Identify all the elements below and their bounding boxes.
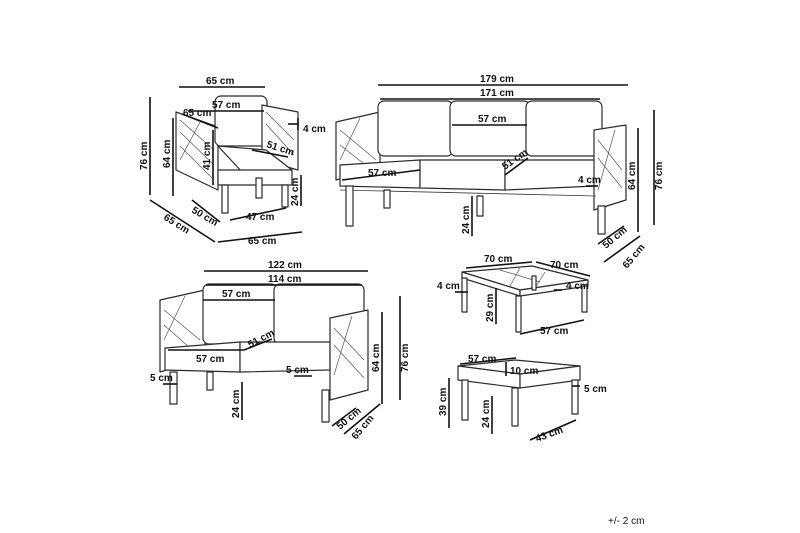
sofa2-arm-width-label: 5 cm <box>150 373 173 384</box>
ottoman-cushion-label: 10 cm <box>510 366 538 377</box>
ottoman-width-label: 57 cm <box>468 354 496 365</box>
sofa2-inner-width-label: 114 cm <box>268 274 301 285</box>
sofa3-back-cushion-3 <box>525 100 603 157</box>
sofa2-drawing <box>159 283 369 423</box>
sofa3-height-label: 76 cm <box>654 162 665 190</box>
sofa3-seat-cushion-label: 57 cm <box>368 168 396 179</box>
sofa3-leg <box>345 185 354 227</box>
armchair-leg <box>221 184 229 214</box>
armchair-seat-width-label: 57 cm <box>212 100 240 111</box>
sofa3-back-cushion-label: 57 cm <box>478 114 506 125</box>
armchair-base-width-label: 65 cm <box>248 236 276 247</box>
ottoman-drawing <box>457 359 581 427</box>
armchair-depth-label: 65 cm <box>161 212 191 236</box>
ottoman-leg-height-label: 24 cm <box>481 400 492 428</box>
sofa3-width-label: 179 cm <box>480 74 514 85</box>
sofa3-arm-width-label: 4 cm <box>578 175 601 186</box>
sofa3-drawing <box>335 100 627 235</box>
sofa2-arm-height-label: 64 cm <box>371 344 382 372</box>
sofa2-width-label: 122 cm <box>268 260 302 271</box>
sofa2-right-arm <box>329 309 369 401</box>
armchair-arm-width-label: 4 cm <box>303 124 326 135</box>
sofa2-leg <box>169 371 178 405</box>
armchair-cushion-depth-label: 65 cm <box>183 108 211 119</box>
armchair-leg-height-label: 24 cm <box>290 178 301 206</box>
sofa3-back-cushion-2 <box>449 100 531 157</box>
armchair-arm-height-label: 64 cm <box>162 140 173 168</box>
armchair-height-label: 76 cm <box>139 142 150 170</box>
table-drawing <box>461 265 589 333</box>
armchair-inner-depth-label: 50 cm <box>190 205 220 229</box>
armchair-width-label: 65 cm <box>206 76 234 87</box>
sofa3-right-arm <box>593 124 627 211</box>
armchair-front-width-label: 47 cm <box>246 212 274 223</box>
armchair-back-height-label: 41 cm <box>202 142 213 170</box>
table-height-label: 29 cm <box>485 294 496 322</box>
sofa3-arm-height-label: 64 cm <box>627 162 638 190</box>
sofa2-seat-cushion-label: 57 cm <box>196 354 224 365</box>
table-base-width-label: 57 cm <box>540 326 568 337</box>
ottoman-height-label: 39 cm <box>438 388 449 416</box>
tolerance-note: +/- 2 cm <box>608 516 644 527</box>
table-leg <box>461 277 468 313</box>
sofa3-leg-height-label: 24 cm <box>461 206 472 234</box>
table-leg-right-label: 4 cm <box>566 281 589 292</box>
table-depth-label: 70 cm <box>550 260 578 271</box>
ottoman-depth-label: 43 cm <box>534 425 565 445</box>
table-leg-left-label: 4 cm <box>437 281 460 292</box>
sofa3-inner-width-label: 171 cm <box>480 88 514 99</box>
sofa3-back-cushion-1 <box>377 100 454 157</box>
armchair-drawing <box>175 95 299 214</box>
sofa3-seat-cushion-2 <box>419 159 506 191</box>
ottoman-leg-width-label: 5 cm <box>584 384 607 395</box>
sofa2-arm-inner-label: 5 cm <box>286 365 309 376</box>
sofa2-back-cushion-label: 57 cm <box>222 289 250 300</box>
ottoman-leg <box>461 379 469 421</box>
table-width-label: 70 cm <box>484 254 512 265</box>
sofa2-leg-height-label: 24 cm <box>231 390 242 418</box>
sofa2-height-label: 76 cm <box>400 344 411 372</box>
